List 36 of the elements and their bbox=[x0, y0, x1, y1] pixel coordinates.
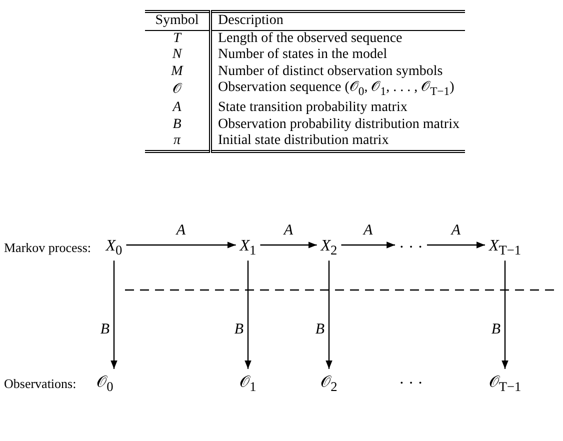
state-label: X$_{T−1}$ bbox=[486, 237, 524, 259]
column-header: Symbol bbox=[145, 12, 210, 30]
description-text: Observation probability distribution matrix bbox=[210, 116, 466, 134]
state-label: X$_{0}$ bbox=[104, 237, 124, 259]
symbol-text: T bbox=[145, 30, 210, 47]
symbol-text: N bbox=[145, 47, 210, 64]
symbol-text: M bbox=[145, 64, 210, 80]
symbol-text: 𝒪 bbox=[145, 80, 210, 100]
symbol-text: A bbox=[145, 100, 210, 117]
arrow bbox=[341, 242, 395, 248]
description-text: Number of distinct observation symbols bbox=[210, 64, 466, 80]
symbol-text: π bbox=[145, 133, 210, 152]
arrow bbox=[326, 260, 332, 369]
description-text: Length of the observed sequence bbox=[210, 30, 466, 47]
arrow bbox=[126, 242, 236, 248]
state-label: 𝒪$_{2}$ bbox=[318, 372, 340, 396]
row-label: Markov process: bbox=[4, 240, 92, 256]
arrow bbox=[427, 242, 485, 248]
row-label: Observations: bbox=[4, 376, 76, 392]
ellipsis: · · · bbox=[397, 239, 425, 257]
state-label: 𝒪$_{T−1}$ bbox=[486, 372, 524, 396]
arrow bbox=[244, 260, 252, 369]
state-label: X$_{1}$ bbox=[238, 237, 258, 259]
state-label: X$_{2}$ bbox=[318, 237, 340, 259]
state-label: 𝒪$_{0}$ bbox=[94, 372, 116, 396]
arrow bbox=[110, 260, 118, 369]
column-header: Description bbox=[210, 12, 466, 30]
symbol-text: B bbox=[145, 116, 210, 134]
arrow bbox=[260, 242, 317, 248]
description-text: Number of states in the model bbox=[210, 47, 466, 64]
ellipsis: · · · bbox=[397, 375, 425, 393]
state-label: 𝒪$_{1}$ bbox=[238, 372, 258, 396]
description-text: State transition probability matrix bbox=[210, 100, 466, 117]
description-text: Observation sequence (𝒪$_{0}$, 𝒪$_{1}$, . . . , 𝒪$_{T−1}$) bbox=[210, 80, 466, 100]
arrow bbox=[502, 260, 508, 369]
description-text: Initial state distribution matrix bbox=[210, 133, 466, 152]
